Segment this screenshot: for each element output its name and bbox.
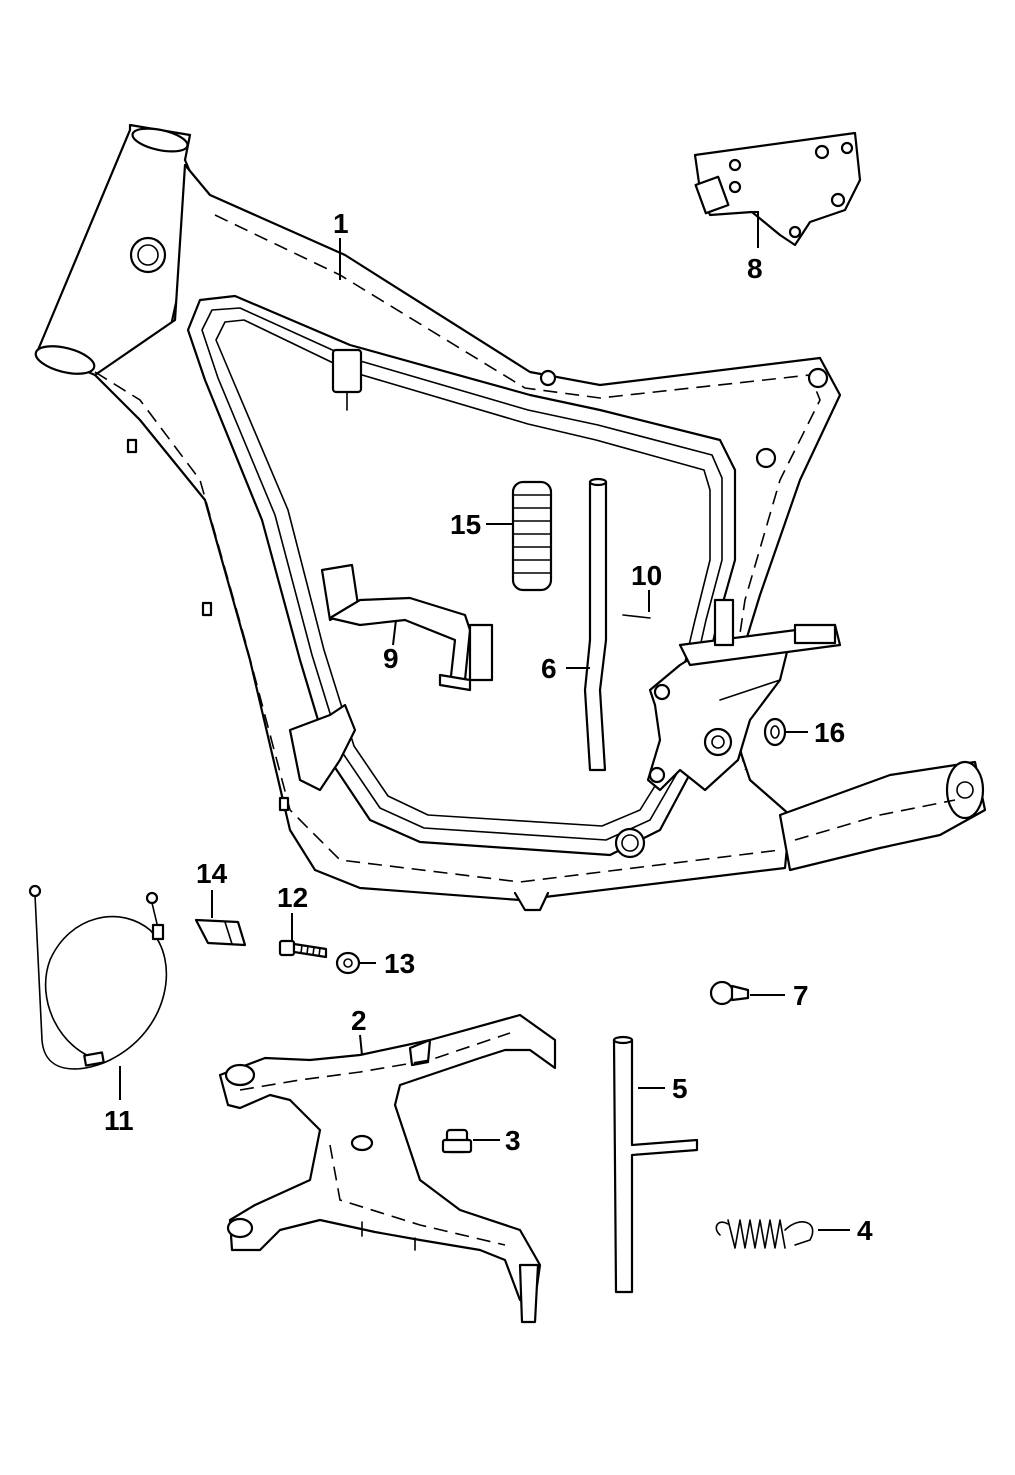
callout-10: 10 <box>631 560 662 591</box>
callout-12: 12 <box>277 882 308 913</box>
callout-7: 7 <box>793 980 809 1011</box>
frame-part <box>34 123 987 912</box>
pin-part <box>622 614 651 619</box>
rubber-cap-part <box>194 918 247 947</box>
callout-14: 14 <box>196 858 228 889</box>
callout-5: 5 <box>672 1073 688 1104</box>
center-stand-part <box>218 1013 557 1324</box>
callout-16: 16 <box>814 717 845 748</box>
callout-3: 3 <box>505 1125 521 1156</box>
callout-6: 6 <box>541 653 557 684</box>
washer-part <box>335 951 361 975</box>
stand-stop-rubber-part <box>441 1128 473 1154</box>
leader-2 <box>359 1034 363 1056</box>
kick-lever-part <box>320 563 494 692</box>
stand-lever-rod-part <box>612 1035 699 1294</box>
leader-8 <box>752 211 759 248</box>
callout-labels: 1 2 3 4 5 6 7 8 9 10 11 12 13 14 15 16 <box>104 208 873 1246</box>
leader-9 <box>392 619 397 646</box>
callout-11: 11 <box>104 1105 134 1136</box>
callout-4: 4 <box>857 1215 873 1246</box>
callout-2: 2 <box>351 1005 367 1036</box>
bar-part <box>583 477 608 772</box>
callout-8: 8 <box>747 253 763 284</box>
hose-clamp-part <box>709 980 750 1006</box>
bolt-part <box>278 939 328 959</box>
callout-15: 15 <box>450 509 481 540</box>
callout-1: 1 <box>333 208 349 239</box>
callout-9: 9 <box>383 643 399 674</box>
callout-leaders <box>119 211 850 1231</box>
cable-part <box>28 884 168 1070</box>
mounting-bracket-part <box>693 131 862 247</box>
rubber-boot-part <box>511 480 553 592</box>
callout-13: 13 <box>384 948 415 979</box>
bushing-part <box>763 717 787 747</box>
stand-spring-part <box>715 1219 814 1249</box>
